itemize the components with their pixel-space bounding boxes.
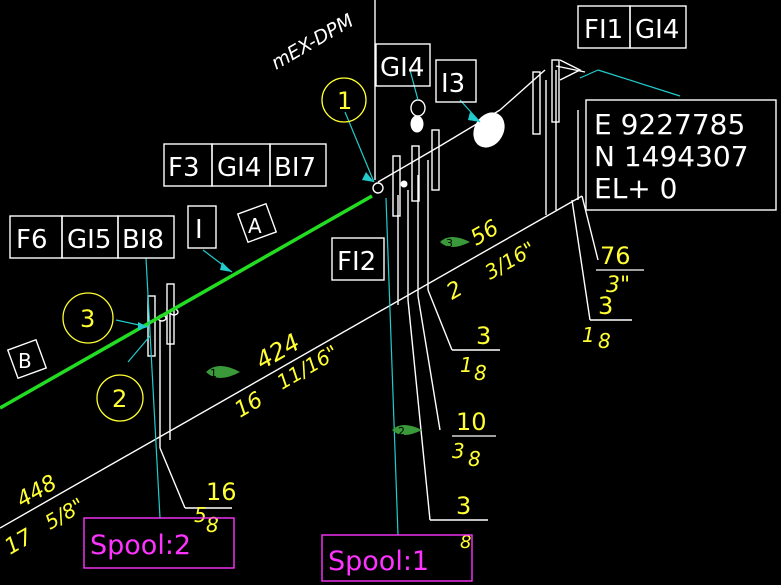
- diamond-a: A: [248, 214, 262, 238]
- dim-3-b-whole: 3: [456, 492, 471, 520]
- dim-2: 2: [443, 277, 468, 306]
- tag-fi2: FI2: [337, 247, 376, 277]
- dim-10-den: 8: [468, 447, 481, 471]
- diamond-b: B: [18, 349, 32, 373]
- dim-16-den: 8: [206, 513, 219, 537]
- tag-group-f6: [9, 215, 175, 259]
- dim-16-num: 5: [194, 503, 207, 527]
- tag-group-f3: [163, 143, 327, 187]
- tag-box-i3: [435, 59, 477, 103]
- dim-10-num: 3: [452, 439, 465, 463]
- green-pipe: [0, 194, 373, 410]
- weld-marker-3: 3: [440, 237, 470, 250]
- diamond-a-shape: [236, 202, 278, 244]
- dim-76-whole: 76: [600, 242, 631, 270]
- weld-marker-2: 2: [392, 425, 422, 438]
- tag-f6: F6: [16, 225, 48, 255]
- white-linework: [0, 0, 632, 529]
- dim-3-c-num: 1: [582, 323, 595, 347]
- spool-1-box: [321, 534, 473, 582]
- tag-box-fi2: [331, 237, 385, 281]
- dim-3-a-whole: 3: [476, 322, 491, 350]
- tag-bi7: BI7: [274, 153, 316, 183]
- spool-1-label: Spool:1: [328, 546, 429, 577]
- coord-north: N 1494307: [594, 140, 749, 173]
- diamond-b-shape: [6, 338, 48, 380]
- tag-box-i: [187, 205, 217, 249]
- leader-arrows: [138, 112, 480, 330]
- dim-3-b-den: 8: [460, 532, 471, 553]
- dim-76-sub: 3": [606, 273, 630, 298]
- yellow-circles: [62, 77, 367, 422]
- tag-gi4-top: GI4: [635, 15, 679, 45]
- circle-2: 2: [112, 385, 127, 413]
- tag-i3: I3: [441, 69, 465, 99]
- dim-3-a-den: 8: [474, 361, 487, 385]
- coord-elevation: EL+ 0: [594, 172, 677, 205]
- circle-3: 3: [80, 305, 95, 333]
- dim-3-c-den: 8: [598, 329, 611, 353]
- dim-3-c-whole: 3: [598, 292, 613, 320]
- cyan-leaders: [115, 69, 681, 536]
- tag-group-fi1: [577, 5, 687, 49]
- tag-f3: F3: [168, 153, 200, 183]
- weld-marker-1-label: 1: [210, 367, 217, 380]
- dim-16-whole: 16: [206, 478, 237, 506]
- coord-east: E 9227785: [594, 108, 745, 141]
- tag-gi4-valve: GI4: [380, 53, 424, 83]
- spool-2-label: Spool:2: [90, 530, 191, 561]
- dim-17: 17: [1, 525, 38, 561]
- tag-gi5: GI5: [67, 225, 111, 255]
- tag-box-gi4-valve: [375, 43, 431, 87]
- dim-10-whole: 10: [456, 408, 487, 436]
- tag-bi8: BI8: [122, 225, 164, 255]
- match-label: mEX-DPM: [268, 10, 358, 75]
- tag-i: I: [195, 215, 203, 245]
- circle-1: 1: [337, 87, 352, 115]
- dim-56: 56: [467, 216, 504, 252]
- tag-gi4-mid: GI4: [217, 153, 261, 183]
- dim-3-a-num: 1: [460, 353, 473, 377]
- tag-fi1: FI1: [584, 15, 623, 45]
- weld-marker-2-label: 2: [398, 425, 405, 438]
- spool-2-box: [83, 517, 235, 569]
- coordinate-box: [585, 99, 777, 211]
- weld-marker-1: 1: [206, 366, 240, 380]
- weld-marker-3-label: 3: [446, 237, 453, 250]
